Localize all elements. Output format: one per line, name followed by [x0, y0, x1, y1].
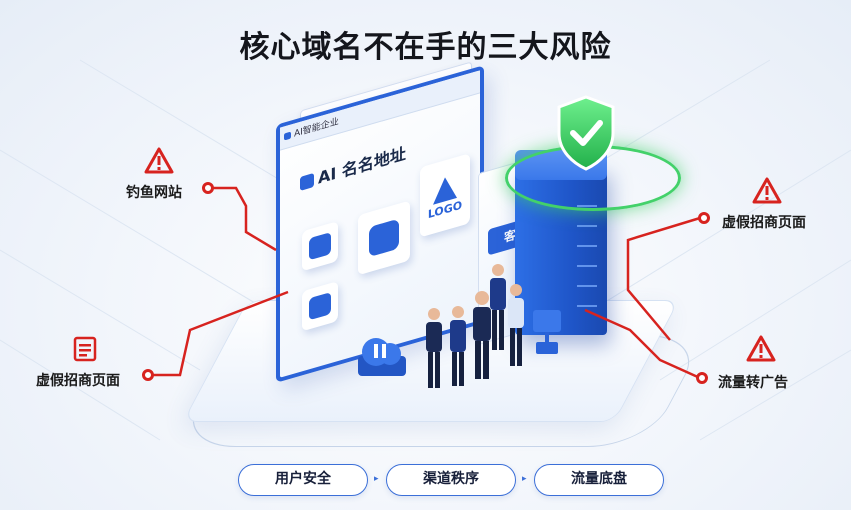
- warning-triangle-icon: [752, 177, 782, 204]
- shield-check-icon: [557, 95, 615, 171]
- logo-triangle-icon: [433, 176, 457, 205]
- document-icon: [73, 336, 97, 362]
- risk-node: [142, 369, 154, 381]
- chevron-right-icon: ▸: [374, 474, 379, 484]
- crate-icon: [533, 310, 561, 354]
- risk-label-phishing: 钓鱼网站: [126, 185, 182, 201]
- risk-node: [696, 372, 708, 384]
- chevron-right-icon: ▸: [522, 474, 527, 484]
- pill-channel-order: 渠道秩序: [386, 464, 516, 496]
- business-people-group: [426, 264, 524, 388]
- risk-node: [202, 182, 214, 194]
- page-title: 核心域名不在手的三大风险: [239, 30, 612, 65]
- browser-window: AI智能企业 AI 名名地址 LOGO: [276, 65, 484, 383]
- warning-triangle-icon: [746, 335, 776, 362]
- risk-label-fake-merchant-left: 虚假招商页面: [36, 373, 120, 389]
- risk-node: [698, 212, 710, 224]
- pill-traffic-base: 流量底盘: [534, 464, 664, 496]
- cloud-device-icon: [358, 338, 406, 376]
- warning-triangle-icon: [144, 147, 174, 174]
- pill-user-safety: 用户安全: [238, 464, 368, 496]
- risk-label-fake-merchant-right: 虚假招商页面: [722, 215, 806, 231]
- tile-logo: LOGO: [420, 153, 470, 238]
- risk-label-traffic-ads: 流量转广告: [718, 375, 788, 391]
